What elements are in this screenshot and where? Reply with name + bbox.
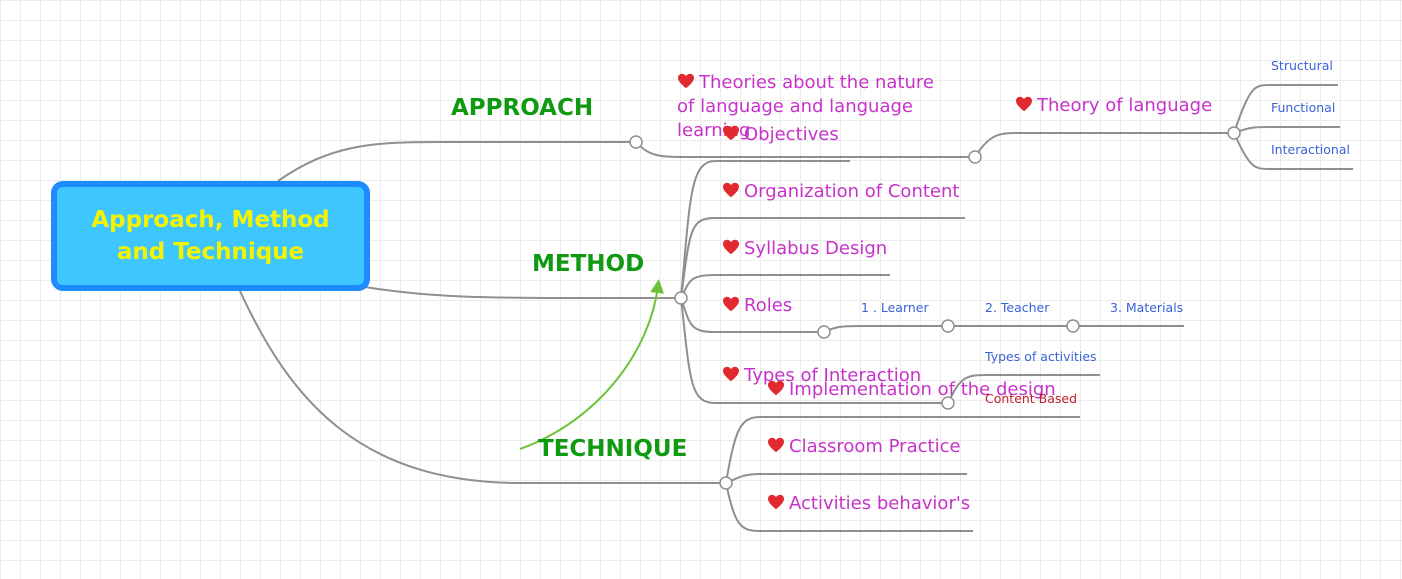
heart-icon (1015, 94, 1033, 118)
topic-syllabus-label: Syllabus Design (744, 238, 888, 259)
node-approach-hub (968, 150, 982, 164)
heart-icon (722, 237, 740, 261)
topic-roles[interactable]: Roles (722, 294, 792, 318)
sub-structural[interactable]: Structural (1271, 58, 1333, 73)
sub-functional[interactable]: Functional (1271, 100, 1336, 115)
link-learner (823, 325, 948, 333)
topic-organization[interactable]: Organization of Content (722, 180, 959, 204)
link-root-technique (239, 290, 726, 484)
topic-classroom[interactable]: Classroom Practice (767, 435, 961, 459)
link-root-method (364, 286, 681, 299)
topic-syllabus[interactable]: Syllabus Design (722, 237, 887, 261)
topic-implementation-label: Implementation of the design (789, 379, 1056, 400)
link-interaction (680, 297, 948, 404)
topic-theories[interactable]: Theories about the nature of language an… (677, 71, 949, 143)
link-interactional (1233, 132, 1353, 170)
topic-objectives[interactable]: Objectives (722, 123, 839, 147)
root-label: Approach, Method and Technique (91, 207, 330, 265)
link-theory (974, 132, 1234, 158)
heart-icon (722, 180, 740, 204)
link-roles (680, 297, 824, 333)
link-activities (725, 482, 973, 532)
node-method (674, 291, 688, 305)
link-objectives (680, 160, 850, 299)
link-functional (1233, 126, 1340, 134)
topic-theory-of-language-label: Theory of language (1037, 95, 1213, 116)
topic-organization-label: Organization of Content (744, 181, 960, 202)
branch-method[interactable]: METHOD (532, 251, 645, 277)
node-interaction (941, 396, 955, 410)
link-root-approach (277, 141, 636, 182)
heart-icon (722, 364, 740, 388)
link-implementation (725, 416, 1080, 484)
heart-icon (722, 123, 740, 147)
relationship-arrow (519, 279, 665, 450)
heart-icon (677, 71, 695, 95)
topic-objectives-label: Objectives (744, 124, 839, 145)
link-classroom (725, 473, 967, 484)
heart-icon (767, 492, 785, 516)
topic-roles-label: Roles (744, 295, 793, 316)
heart-icon (767, 378, 785, 402)
topic-interaction[interactable]: Types of Interaction (722, 364, 921, 388)
sub-types-of-activities[interactable]: Types of activities (985, 349, 1097, 364)
node-technique (719, 476, 733, 490)
sub-materials[interactable]: 3. Materials (1110, 300, 1184, 315)
sub-content-based[interactable]: Content Based (985, 391, 1078, 406)
node-theory (1227, 126, 1241, 140)
sub-learner[interactable]: 1 . Learner (861, 300, 929, 315)
link-structural (1233, 84, 1338, 134)
topic-theory-of-language[interactable]: Theory of language (1015, 94, 1212, 118)
topic-classroom-label: Classroom Practice (789, 436, 961, 457)
topic-interaction-label: Types of Interaction (744, 365, 922, 386)
heart-icon (722, 294, 740, 318)
node-roles (817, 325, 831, 339)
sub-teacher[interactable]: 2. Teacher (985, 300, 1050, 315)
link-types-activities (947, 374, 1100, 404)
topic-implementation[interactable]: Implementation of the design (767, 378, 1056, 402)
topic-theories-label: Theories about the nature of language an… (677, 72, 934, 141)
node-teacher (1066, 319, 1080, 333)
sub-interactional[interactable]: Interactional (1271, 142, 1350, 157)
root-topic[interactable]: Approach, Method and Technique (51, 181, 370, 291)
node-approach (629, 135, 643, 149)
node-learner (941, 319, 955, 333)
link-organization (680, 217, 965, 299)
topic-activities-label: Activities behavior's (789, 493, 971, 514)
branch-approach[interactable]: APPROACH (451, 95, 594, 121)
branch-technique[interactable]: TECHNIQUE (538, 436, 688, 462)
heart-icon (767, 435, 785, 459)
topic-activities[interactable]: Activities behavior's (767, 492, 970, 516)
